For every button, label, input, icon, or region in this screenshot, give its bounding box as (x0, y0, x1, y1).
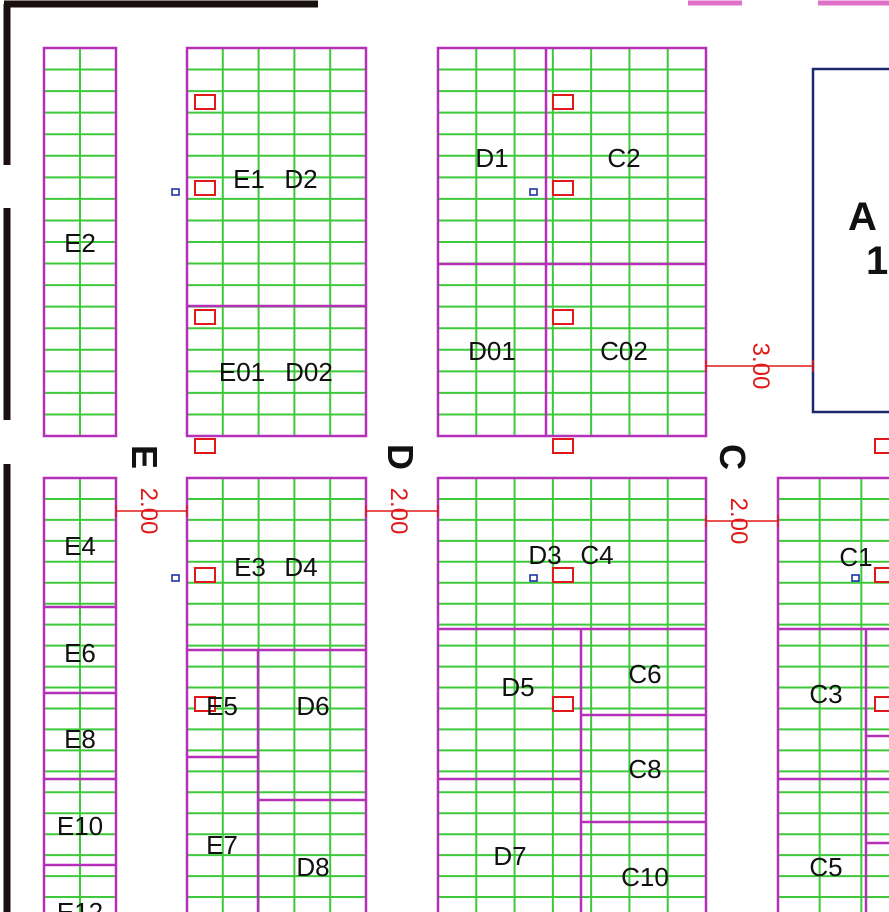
aisle-label-e: E (124, 445, 165, 469)
booth-label-c6: C6 (628, 659, 661, 689)
block-d1-c2 (436, 46, 708, 438)
booth-label-e10: E10 (57, 811, 103, 841)
booth-label-d01: D01 (468, 336, 516, 366)
booth-label-d4: D4 (284, 552, 317, 582)
marker-square (194, 94, 216, 110)
marker-square (194, 567, 216, 583)
booth-label-c2: C2 (607, 143, 640, 173)
booth-label-d2: D2 (284, 164, 317, 194)
booth-label-e8: E8 (64, 724, 96, 754)
booth-label-d5: D5 (501, 672, 534, 702)
block-e4-e12 (42, 476, 118, 912)
aisle-label-d: D (380, 444, 421, 470)
aisle-label-c: C (712, 444, 753, 470)
dimension-label-e-d: 2.00 (135, 488, 162, 535)
booth-label-e4: E4 (64, 531, 96, 561)
block-d3-c10 (436, 476, 708, 912)
booth-label-d3: D3 (528, 540, 561, 570)
booth-label-c10: C10 (621, 862, 669, 892)
building-label-line1: A (848, 195, 877, 239)
dimension-label-c: 2.00 (725, 498, 752, 545)
booth-label-e6: E6 (64, 638, 96, 668)
booth-label-d02: D02 (285, 357, 333, 387)
marker-square (552, 180, 574, 196)
outlet-icon (529, 574, 538, 582)
booth-label-e01: E01 (219, 357, 265, 387)
marker-square (874, 567, 889, 583)
block-c1-c5 (776, 476, 889, 912)
dimension-label-d-c: 2.00 (385, 488, 412, 535)
outlet-icon (529, 188, 538, 196)
booth-label-e5: E5 (206, 691, 238, 721)
booth-label-d1: D1 (475, 143, 508, 173)
marker-square (874, 696, 889, 712)
outlet-icon (171, 188, 180, 196)
booth-label-c02: C02 (600, 336, 648, 366)
booth-label-e2: E2 (64, 228, 96, 258)
marker-square (552, 309, 574, 325)
booth-label-e12: E12 (57, 897, 103, 912)
building-label-line2: 1 (866, 239, 888, 283)
marker-square (552, 94, 574, 110)
outlet-icon (171, 574, 180, 582)
outlet-icon (851, 574, 860, 582)
booth-label-e1: E1 (233, 164, 265, 194)
booth-label-c8: C8 (628, 754, 661, 784)
block-outlines (42, 46, 889, 912)
marker-square (552, 696, 574, 712)
booth-labels: E2 E1 D2 E01 D02 D1 C2 D01 C02 E4 E6 E8 … (57, 143, 873, 912)
booth-markers (194, 94, 889, 712)
marker-square (194, 180, 216, 196)
booth-label-c4: C4 (580, 540, 613, 570)
booth-label-d7: D7 (493, 841, 526, 871)
dimension-lines (115, 360, 814, 527)
marker-square (874, 438, 889, 454)
booth-label-d6: D6 (296, 691, 329, 721)
booth-label-c1: C1 (839, 542, 872, 572)
dimension-label-right: 3.00 (747, 343, 774, 390)
marker-square (194, 696, 216, 712)
block-e3-d8 (185, 476, 368, 912)
booth-grids (44, 48, 889, 912)
block-e2 (42, 46, 118, 438)
booth-label-c5: C5 (809, 852, 842, 882)
booth-label-d8: D8 (296, 852, 329, 882)
walls (3, 0, 318, 912)
power-outlets (171, 188, 860, 582)
booth-label-e7: E7 (206, 830, 238, 860)
marker-square (552, 567, 574, 583)
building-outline (811, 67, 889, 414)
booth-label-e3: E3 (234, 552, 266, 582)
booth-label-c3: C3 (809, 679, 842, 709)
block-e1-d2 (185, 46, 368, 438)
marker-square (194, 309, 216, 325)
marker-square (552, 438, 574, 454)
marker-square (194, 438, 216, 454)
